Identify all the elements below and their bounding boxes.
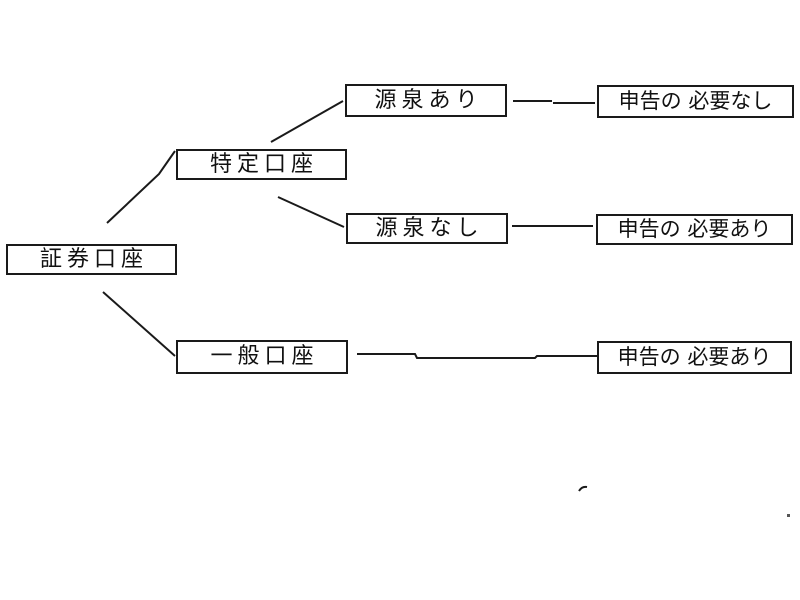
connector-securities-to-specific	[106, 150, 176, 224]
node-declaration-needed-bottom: 申告の 必要あり	[597, 341, 792, 374]
node-securities-account: 証券口座	[6, 244, 177, 275]
connector-specific-to-withholding-no	[277, 196, 345, 228]
connector-specific-to-withholding-yes	[270, 100, 344, 143]
node-withholding-no: 源泉なし	[346, 213, 508, 244]
connector-general-to-declaration	[357, 353, 597, 359]
connector-securities-to-general	[102, 291, 176, 357]
node-general-account: 一般口座	[176, 340, 348, 374]
stray-tick-mark	[578, 485, 588, 492]
stray-dot-mark	[787, 514, 790, 517]
node-specific-account: 特定口座	[176, 149, 347, 180]
node-withholding-yes: 源泉あり	[345, 84, 507, 117]
node-declaration-needed-middle: 申告の 必要あり	[596, 214, 793, 245]
node-declaration-not-needed: 申告の 必要なし	[597, 85, 794, 118]
